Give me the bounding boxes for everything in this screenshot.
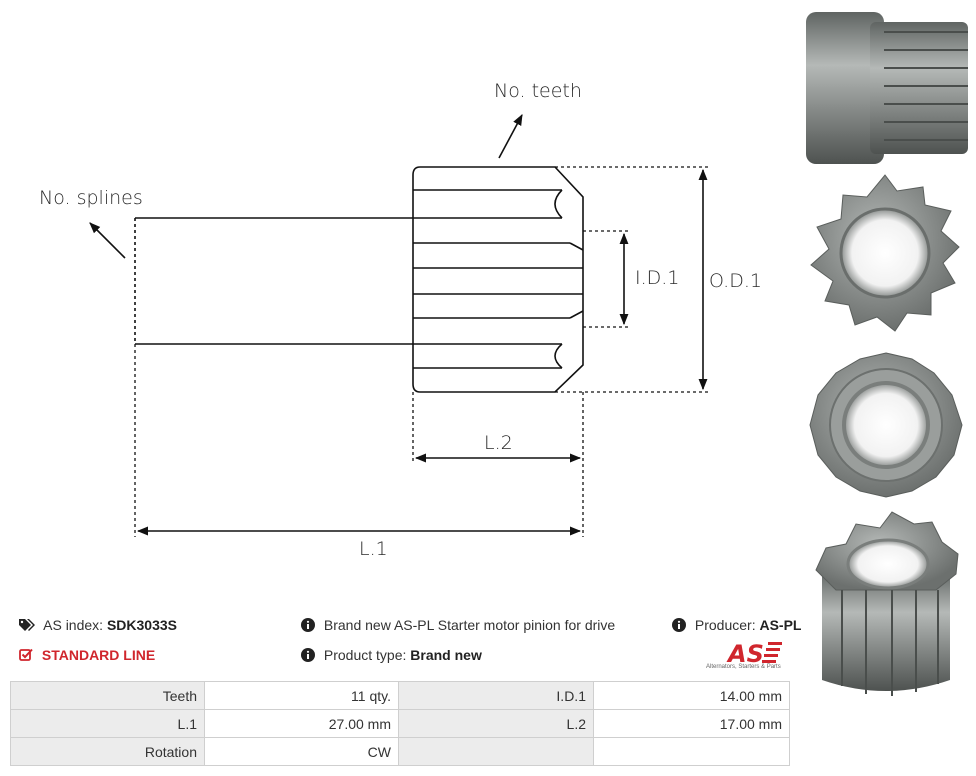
as-pl-logo-text: AS xyxy=(726,640,764,668)
as-index-label: AS index: xyxy=(43,617,104,633)
info-circle-icon xyxy=(301,648,315,662)
table-row: Teeth 11 qty. I.D.1 14.00 mm xyxy=(10,681,790,710)
as-index: AS index: SDK3033S xyxy=(19,617,177,633)
description-text: Brand new AS-PL Starter motor pinion for… xyxy=(323,617,616,633)
dimension-extension-lines xyxy=(134,166,708,537)
info-circle-icon xyxy=(301,618,315,632)
product-type: Product type: Brand new xyxy=(301,647,482,663)
spec-value: 27.00 mm xyxy=(204,709,399,738)
no-teeth-pointer-arrow xyxy=(498,114,523,159)
standard-line: STANDARD LINE xyxy=(19,647,155,663)
spec-label: Rotation xyxy=(10,737,205,766)
spec-value xyxy=(593,737,790,766)
pinion-photo-angled xyxy=(815,511,959,696)
spec-value: 11 qty. xyxy=(204,681,399,710)
pinion-photo-front xyxy=(810,174,960,332)
od1-label: O.D.1 xyxy=(709,270,762,292)
product-photos xyxy=(806,12,968,696)
no-splines-label: No. splines xyxy=(39,187,143,209)
spec-label: L.1 xyxy=(10,709,205,738)
spec-label: I.D.1 xyxy=(398,681,594,710)
product-type-value: Brand new xyxy=(410,647,482,663)
l1-label: L.1 xyxy=(359,538,388,560)
spec-table: Teeth 11 qty. I.D.1 14.00 mm L.1 27.00 m… xyxy=(10,681,790,766)
pinion-photo-side xyxy=(806,12,968,164)
producer: Producer: AS-PL xyxy=(672,617,801,633)
spec-value: 14.00 mm xyxy=(593,681,790,710)
spec-label xyxy=(398,737,594,766)
producer-label: Producer: xyxy=(694,617,756,633)
spec-value: CW xyxy=(204,737,399,766)
description: Brand new AS-PL Starter motor pinion for… xyxy=(301,617,615,633)
shaft xyxy=(134,217,413,345)
spec-label: L.2 xyxy=(398,709,594,738)
producer-value: AS-PL xyxy=(759,617,802,633)
checkbox-checked-icon xyxy=(19,648,33,661)
tags-icon xyxy=(19,619,35,631)
no-teeth-label: No. teeth xyxy=(494,80,582,102)
pinion-photo-back xyxy=(809,352,963,498)
gear-head xyxy=(412,166,584,393)
dimension-arrows xyxy=(89,114,708,536)
pinion-technical-drawing: No. teeth No. splines I.D.1 O.D.1 L.2 L.… xyxy=(39,80,762,560)
spec-label: Teeth xyxy=(10,681,205,710)
as-pl-logo: AS xyxy=(726,640,782,668)
l2-label: L.2 xyxy=(484,432,513,454)
as-index-value: SDK3033S xyxy=(106,617,177,633)
table-row: Rotation CW xyxy=(10,737,790,766)
table-row: L.1 27.00 mm L.2 17.00 mm xyxy=(10,709,790,738)
id1-label: I.D.1 xyxy=(635,267,679,289)
spec-value: 17.00 mm xyxy=(593,709,790,738)
info-circle-icon xyxy=(672,618,686,632)
as-pl-logo-subtitle: Alternators, Starters & Parts xyxy=(706,664,781,670)
product-type-label: Product type: xyxy=(323,647,407,663)
standard-line-label: STANDARD LINE xyxy=(41,647,156,663)
no-splines-pointer-arrow xyxy=(89,222,126,259)
